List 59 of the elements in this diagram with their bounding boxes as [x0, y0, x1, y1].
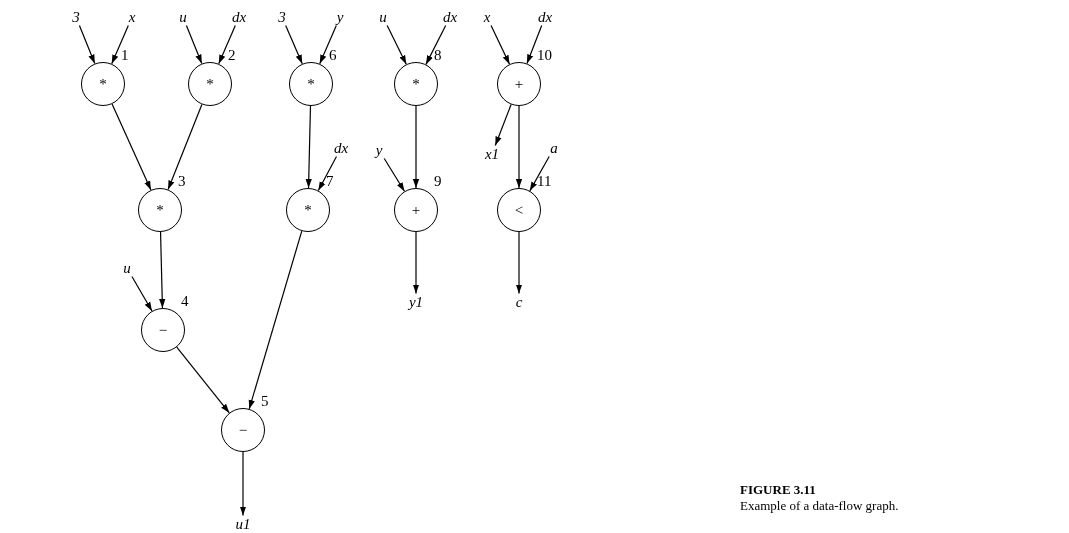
variable-label: y — [336, 9, 344, 25]
variable-label: 3 — [278, 9, 286, 25]
operator-symbol: + — [514, 74, 524, 94]
arrow — [176, 346, 230, 414]
node-number: 2 — [228, 48, 236, 63]
node-number: 11 — [537, 174, 552, 189]
variable-label: x1 — [484, 146, 500, 162]
operator-symbol: − — [158, 320, 168, 340]
figure-title: FIGURE 3.11 — [740, 482, 817, 499]
operator-symbol: * — [412, 74, 420, 94]
node-number: 5 — [261, 394, 269, 409]
variable-label: dx — [231, 9, 247, 25]
operator-symbol: * — [307, 74, 315, 94]
arrow — [131, 275, 153, 312]
arrow — [305, 105, 312, 189]
arrow — [383, 157, 406, 192]
variable-label: u1 — [235, 516, 251, 532]
arrow — [248, 230, 303, 410]
variable-label: y1 — [408, 294, 424, 310]
operator-symbol: * — [304, 200, 312, 220]
variable-label: 3 — [72, 9, 80, 25]
arrow — [111, 103, 152, 191]
node-number: 4 — [181, 294, 189, 309]
operator-symbol: < — [514, 200, 524, 220]
operator-symbol: * — [99, 74, 107, 94]
arrow — [317, 155, 338, 192]
figure-caption: Example of a data-flow graph. — [740, 498, 899, 515]
operator-symbol: * — [156, 200, 164, 220]
arrow — [515, 231, 523, 295]
operator-symbol: * — [206, 74, 214, 94]
node-number: 3 — [178, 174, 186, 189]
variable-label: dx — [333, 140, 349, 156]
variable-label: c — [515, 294, 523, 310]
arrow — [239, 451, 247, 517]
operator-symbol: − — [238, 420, 248, 440]
variable-label: u — [179, 9, 187, 25]
arrow — [490, 24, 511, 65]
arrow — [412, 105, 420, 189]
variable-label: a — [550, 140, 558, 156]
arrow — [529, 155, 550, 192]
arrow — [386, 24, 407, 65]
node-number: 9 — [434, 174, 442, 189]
node-number: 7 — [326, 174, 334, 189]
arrow — [515, 105, 523, 189]
variable-label: x — [128, 9, 136, 25]
operator-symbol: + — [411, 200, 421, 220]
arrow — [425, 24, 447, 65]
arrow — [159, 231, 166, 309]
variable-label: x — [483, 9, 491, 25]
variable-label: u — [379, 9, 387, 25]
variable-label: y — [375, 142, 383, 158]
node-number: 8 — [434, 48, 442, 63]
variable-label: dx — [537, 9, 553, 25]
variable-label: u — [123, 260, 131, 276]
variable-label: dx — [442, 9, 458, 25]
arrow — [412, 231, 420, 295]
node-number: 6 — [329, 48, 337, 63]
node-number: 10 — [537, 48, 552, 63]
node-number: 1 — [121, 48, 129, 63]
